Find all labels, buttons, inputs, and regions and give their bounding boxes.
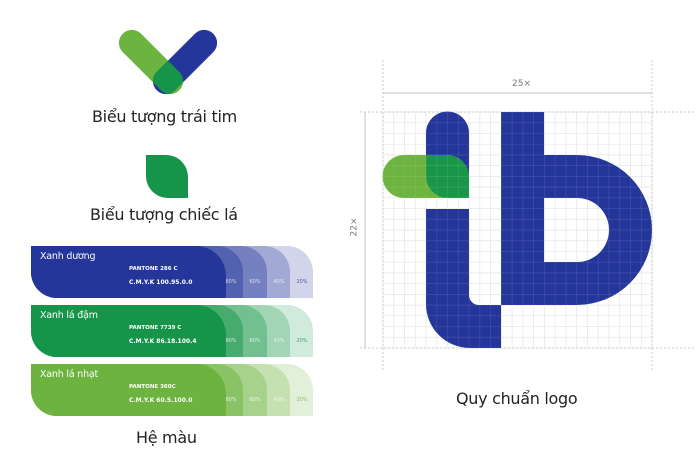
tint-label: 20% [296,397,308,403]
heart-caption: Biểu tượng trái tim [92,107,237,126]
leaf-caption: Biểu tượng chiếc lá [90,205,238,224]
swatch-name: Xanh dương [40,251,96,262]
tint-label: 80% [225,279,237,285]
height-label: 22× [349,217,360,237]
pantone-code: PANTONE 7739 C [129,325,182,331]
tint-label: 60% [249,397,261,403]
cmyk-value: C.M.Y.K 60.5.100.0 [129,397,193,404]
leaf-icon [146,155,188,198]
tint-label: 40% [273,279,285,285]
tint-label: 40% [273,397,285,403]
logo-i-stem [426,209,501,348]
heart-icon [118,29,218,95]
tint-label: 40% [273,338,285,344]
cmyk-value: C.M.Y.K 86.18.100.4 [129,338,197,345]
palette-caption: Hệ màu [136,428,197,447]
main-swatch [31,364,226,416]
swatch-name: Xanh lá nhạt [40,369,99,380]
tint-label: 60% [249,338,261,344]
pantone-code: PANTONE 360C [129,384,176,390]
main-swatch [31,305,226,357]
cmyk-value: C.M.Y.K 100.95.0.0 [129,279,193,286]
heart-symbol [118,24,218,104]
tint-label: 20% [296,279,308,285]
tint-label: 80% [225,397,237,403]
main-swatch [31,246,226,298]
tint-label: 20% [296,338,308,344]
logo-spec-caption: Quy chuẩn logo [456,389,578,408]
tint-label: 80% [225,338,237,344]
tint-label: 60% [249,279,261,285]
pantone-code: PANTONE 286 C [129,266,178,272]
width-label: 25× [512,79,531,89]
logo-b-shape [501,112,652,305]
swatch-name: Xanh lá đậm [40,310,98,321]
